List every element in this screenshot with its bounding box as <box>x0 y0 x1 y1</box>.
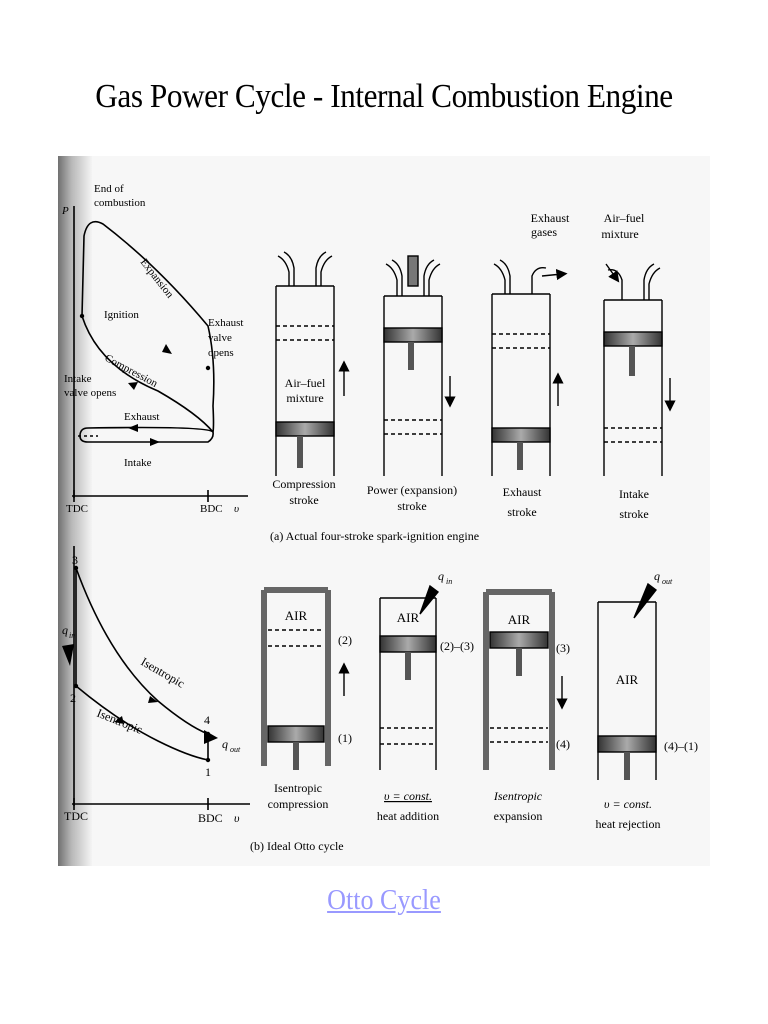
q-out-label: q <box>222 737 228 751</box>
book-binding-shadow <box>58 156 92 866</box>
bdc-label: BDC <box>200 503 223 515</box>
process-label-heat-addition-2: heat addition <box>377 809 439 823</box>
stroke-label-compression-2: stroke <box>289 493 318 507</box>
end-of-combustion-label-2: combustion <box>94 197 146 209</box>
air-fuel-top-label: Air–fuel <box>604 211 645 225</box>
caption-b: (b) Ideal Otto cycle <box>250 839 344 853</box>
ideal-cylinder-expansion <box>483 589 568 770</box>
ideal-cylinder-heat-rejection <box>597 582 657 780</box>
process-label-compression-2: compression <box>268 797 329 811</box>
point-1-label: 1 <box>205 765 211 779</box>
point-2-label: 2 <box>70 691 76 705</box>
isentropic-expansion-curve <box>75 567 209 735</box>
stroke-label-exhaust-2: stroke <box>507 505 536 519</box>
otto-cycle-link[interactable]: Otto Cycle <box>327 884 441 916</box>
heat-in-sub: in <box>446 577 452 586</box>
state-2-3-label: (2)–(3) <box>440 639 474 653</box>
otto-cycle-scanned-figure: P End of combustion Expansion Ignition E… <box>58 156 710 866</box>
state-1-label: (1) <box>338 731 352 745</box>
stroke-label-exhaust: Exhaust <box>503 485 542 499</box>
intake-valve-label-2: valve opens <box>64 387 116 399</box>
exhaust-valve-label-2: valve <box>208 332 232 344</box>
stroke-label-compression: Compression <box>272 477 335 491</box>
exhaust-valve-label: Exhaust <box>208 317 243 329</box>
stroke-label-power-2: stroke <box>397 499 426 513</box>
state-3-label: (3) <box>556 641 570 655</box>
ideal-cylinder-heat-addition <box>379 584 440 770</box>
actual-cylinders <box>275 251 676 476</box>
exhaust-gases-label-2: gases <box>531 225 557 239</box>
air-label-2: AIR <box>397 610 420 625</box>
v-axis-label-b: υ <box>234 811 240 825</box>
cylinder-exhaust <box>491 259 568 476</box>
heat-out-sub: out <box>662 577 673 586</box>
cylinder-air-fuel-label: Air–fuel <box>285 376 326 390</box>
point-4-label: 4 <box>204 713 210 727</box>
q-in-label: q <box>62 623 68 637</box>
tdc-label-b: TDC <box>64 809 88 823</box>
cylinder-air-fuel-label-2: mixture <box>286 391 323 405</box>
exhaust-valve-label-3: opens <box>208 347 234 359</box>
process-label-heat-addition: υ = const. <box>384 789 432 803</box>
air-label-4: AIR <box>616 672 639 687</box>
stroke-label-power: Power (expansion) <box>367 483 457 497</box>
actual-pv-labels: P End of combustion Expansion Ignition E… <box>61 183 243 515</box>
exhaust-gases-label: Exhaust <box>531 211 570 225</box>
tdc-label: TDC <box>66 503 88 515</box>
point-3-label: 3 <box>72 553 78 567</box>
state-2-label: (2) <box>338 633 352 647</box>
state-4-1-label: (4)–(1) <box>664 739 698 753</box>
process-label-heat-rejection: υ = const. <box>604 797 652 811</box>
compression-curve <box>81 315 214 433</box>
ideal-cylinders <box>261 582 657 780</box>
process-label-compression: Isentropic <box>274 781 322 795</box>
q-in-sub: in <box>69 631 75 640</box>
q-out-sub: out <box>230 745 241 754</box>
state-4-label: (4) <box>556 737 570 751</box>
expansion-curve <box>81 220 215 433</box>
air-label-3: AIR <box>508 612 531 627</box>
exhaust-line <box>79 426 214 443</box>
otto-pv-diagram <box>72 546 250 810</box>
v-axis-label: υ <box>234 503 239 515</box>
process-label-expansion-2: expansion <box>494 809 543 823</box>
slide-title: Gas Power Cycle - Internal Combustion En… <box>95 78 673 115</box>
cylinder-compression <box>275 251 350 476</box>
air-fuel-top-label-2: mixture <box>601 227 638 241</box>
bdc-label-b: BDC <box>198 811 223 825</box>
caption-a: (a) Actual four-stroke spark-ignition en… <box>270 529 479 543</box>
actual-pv-diagram <box>72 206 248 502</box>
stroke-label-intake-2: stroke <box>619 507 648 521</box>
isentropic-compression-curve <box>75 685 209 761</box>
stroke-label-intake: Intake <box>619 487 649 501</box>
ideal-cylinder-compression <box>261 587 350 770</box>
ignition-label: Ignition <box>104 309 139 321</box>
end-of-combustion-label: End of <box>94 183 124 195</box>
heat-out-label: q <box>654 569 660 583</box>
exhaust-label: Exhaust <box>124 411 159 423</box>
air-label-1: AIR <box>285 608 308 623</box>
heat-in-label: q <box>438 569 444 583</box>
cylinder-power <box>383 255 456 476</box>
intake-label: Intake <box>124 457 152 469</box>
process-label-heat-rejection-2: heat rejection <box>596 817 661 831</box>
process-label-expansion: Isentropic <box>493 789 543 803</box>
p-axis-label: P <box>61 205 69 217</box>
cylinder-intake <box>603 263 676 476</box>
intake-valve-label: Intake <box>64 373 92 385</box>
